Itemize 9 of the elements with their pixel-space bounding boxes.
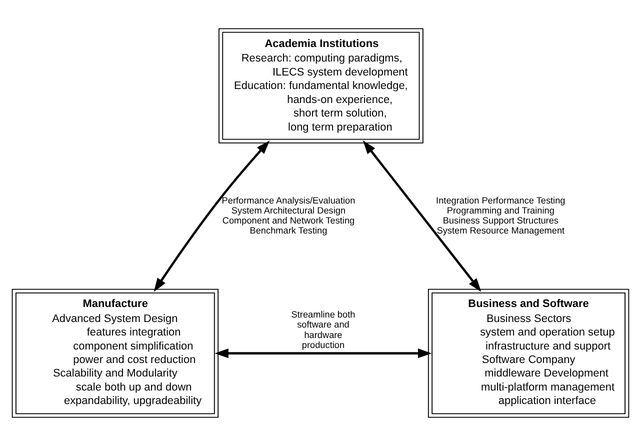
edge-label: Integration Performance Testing Programming and Training Business Support Structures System Resource Management — [436, 194, 566, 236]
arrow — [214, 348, 432, 358]
node-box: Manufacture Advanced System Design features integration component simplification power and cost reduction Scalability and Modularity scale both up and down expandability, upgradeability — [12, 288, 219, 418]
node-box: Academia Institutions Research: computing paradigms, ILECS system development Education: fundamental knowledge, hands-on experience, short term solution, long term preparation — [218, 28, 424, 143]
arrow — [362, 140, 482, 292]
node-box: Business and Software Business Sectors system and operation setup infrastructure and support Software Company middleware Development multi-platform management application interface — [428, 288, 630, 418]
edge-label: Performance Analysis/Evaluation System Architectural Design Component and Network Testing Benchmark Testing — [222, 194, 356, 236]
arrow — [154, 140, 270, 292]
edge-label: Streamline both software and hardware production — [291, 309, 356, 350]
